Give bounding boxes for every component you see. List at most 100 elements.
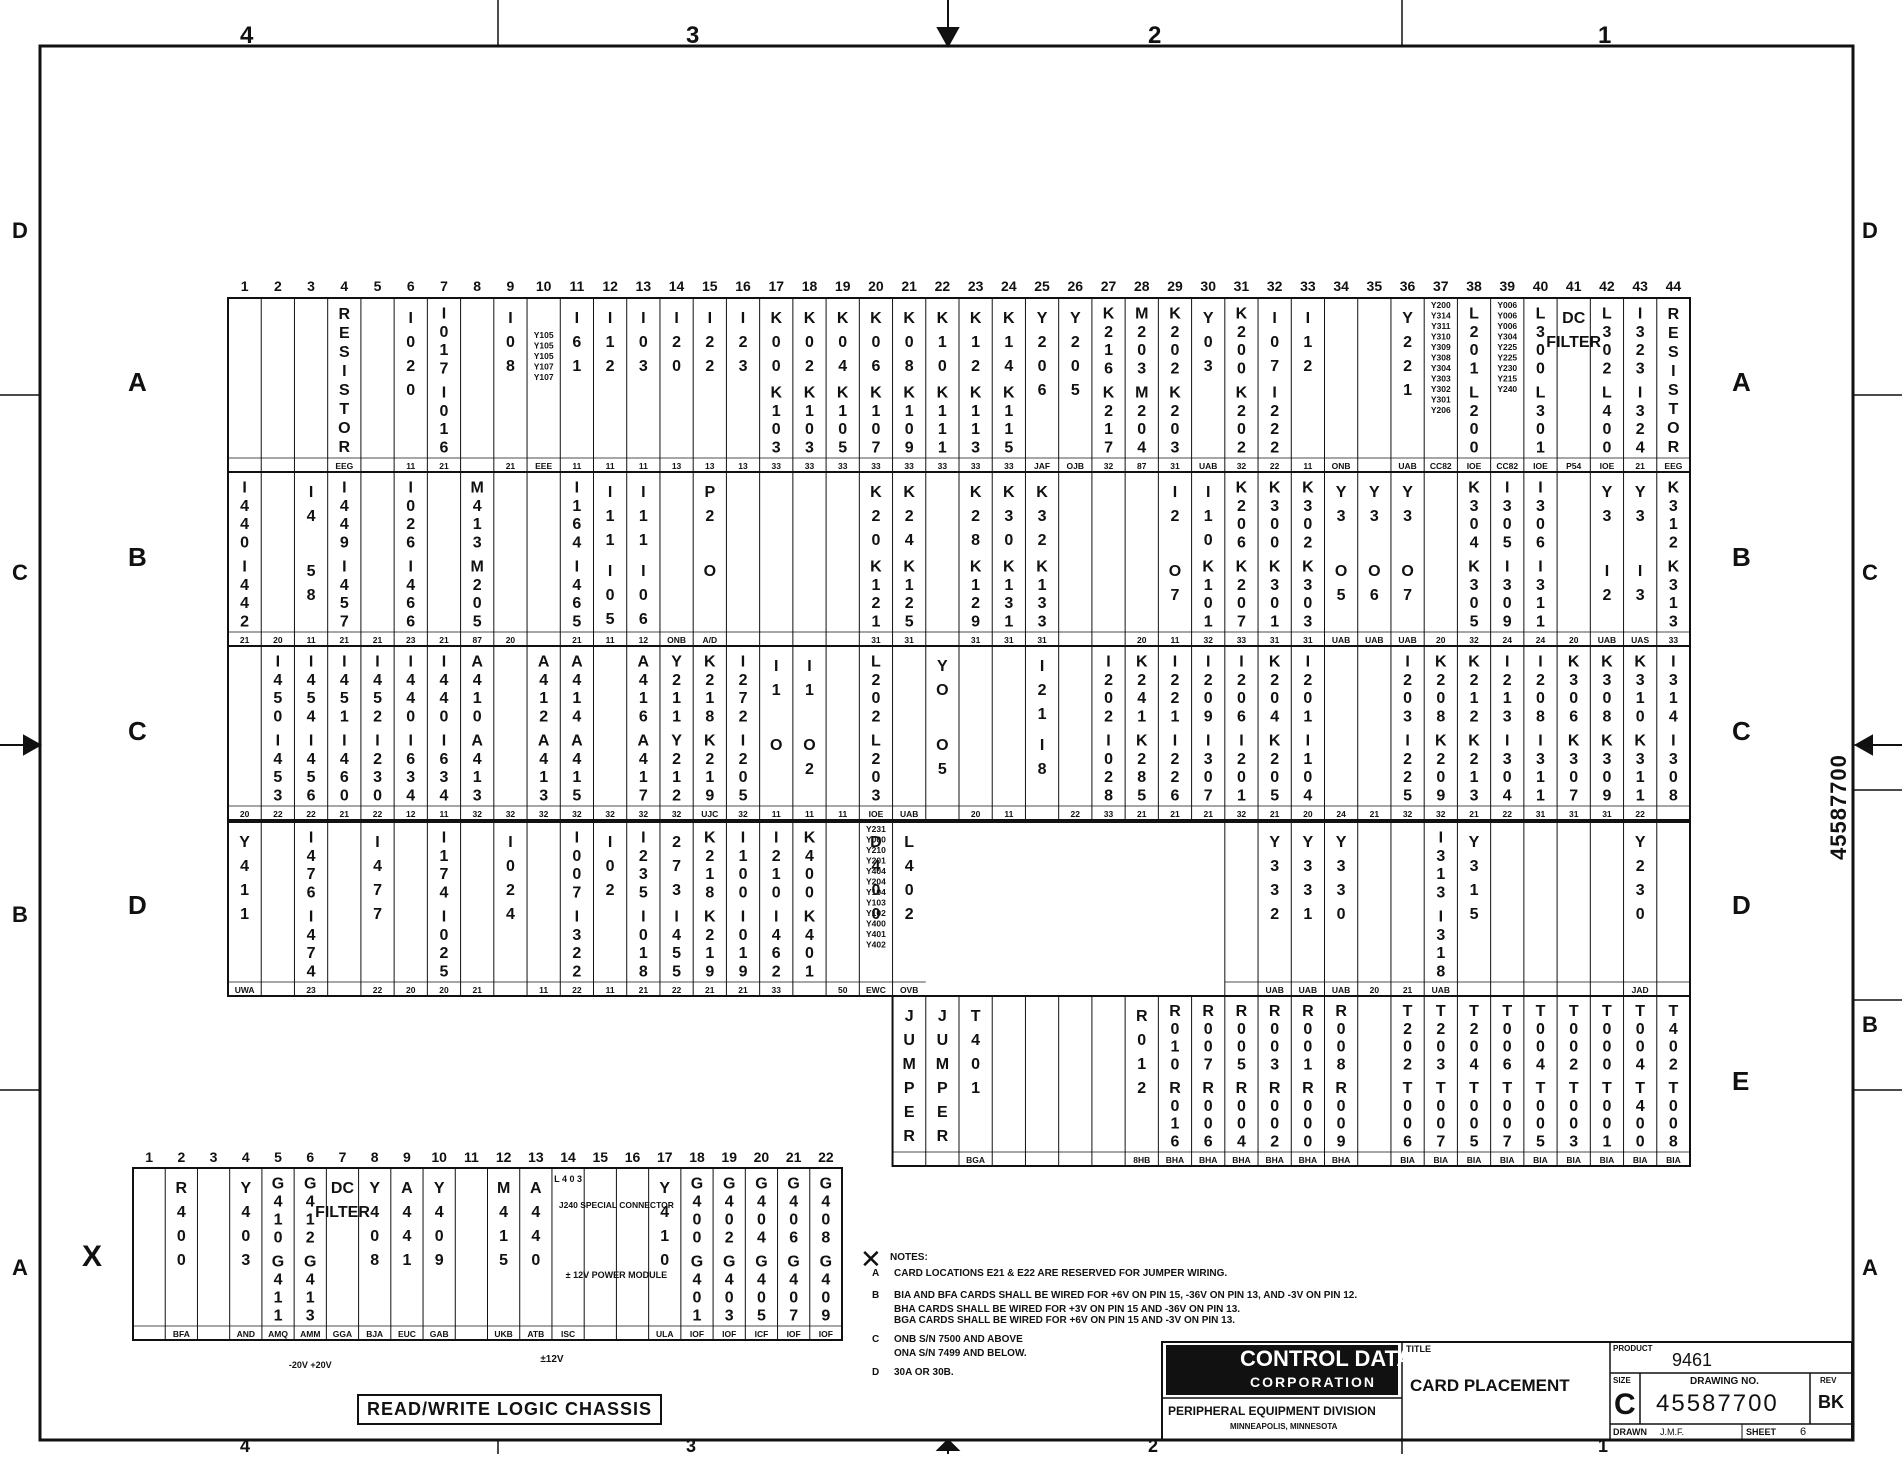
- main-card-label-char: I: [1671, 363, 1675, 380]
- main-card-label-char: 1: [938, 334, 947, 351]
- x-card-label-char: 4: [306, 1193, 315, 1210]
- main-card-label-char: I: [276, 654, 280, 671]
- main-card-label-char: K: [903, 484, 915, 501]
- main-card-type: 33: [772, 461, 782, 471]
- main-card-label-char: 4: [373, 672, 382, 689]
- main-card-label-char: 4: [639, 751, 648, 768]
- main-card-label-char: 1: [1270, 613, 1279, 630]
- drawing-number: 45587700: [1656, 1390, 1779, 1417]
- main-column-number: 17: [768, 278, 784, 294]
- main-row-e-label-char: 0: [1270, 1116, 1279, 1133]
- main-card-type: 33: [1237, 635, 1247, 645]
- main-row-e-label-char: R: [1169, 1080, 1181, 1097]
- main-card-label-char: 5: [1270, 787, 1279, 804]
- main-card-label-char: 1: [1669, 516, 1678, 533]
- x-card-label-char: 0: [821, 1211, 830, 1228]
- main-card-label-char: 0: [506, 858, 515, 875]
- main-card-type: 20: [1370, 985, 1380, 995]
- main-row-e-label-char: T: [1403, 1003, 1413, 1020]
- main-card-type: 20: [439, 985, 449, 995]
- main-card-label-char: 0: [1038, 358, 1047, 375]
- main-card-label-char: K: [804, 909, 816, 926]
- main-card-label-char: 1: [639, 690, 648, 707]
- main-card-label-char: 4: [838, 358, 847, 375]
- main-card-type: 32: [1237, 461, 1247, 471]
- x-l403: L 4 0 3: [554, 1174, 582, 1184]
- main-column-number: 11: [569, 278, 584, 294]
- main-card-label-char: 0: [406, 498, 415, 515]
- main-card-label-char: 1: [1004, 334, 1013, 351]
- main-card-type: 13: [672, 461, 682, 471]
- main-row-e-label-char: 0: [1436, 1098, 1445, 1115]
- main-card-label-char: I: [1272, 385, 1276, 402]
- zone-letter-left-d: D: [12, 218, 28, 243]
- main-card-label-char: K: [704, 830, 716, 847]
- main-card-label-char: K: [1169, 385, 1181, 402]
- main-row-e-label-char: 1: [1137, 1056, 1146, 1073]
- title-block: [1161, 1341, 1853, 1441]
- main-card-label-char: I: [1040, 658, 1044, 675]
- main-row-e-label-char: 0: [971, 1056, 980, 1073]
- main-card-label-char: 7: [440, 360, 449, 377]
- main-card-label-char: K: [1468, 480, 1480, 497]
- row-a-block-label: Y105: [534, 351, 554, 361]
- main-column-number: 23: [968, 278, 984, 294]
- main-card-label-char: 0: [905, 421, 914, 438]
- x-column-number: 14: [560, 1149, 576, 1165]
- main-card-label-char: 2: [373, 708, 382, 725]
- main-card-type: 87: [1137, 461, 1147, 471]
- main-row-e-label-char: 0: [1171, 1098, 1180, 1115]
- main-card-label-char: I: [774, 909, 778, 926]
- main-card-label-char: K: [1668, 480, 1680, 497]
- x-card-label-char: 0: [789, 1211, 798, 1228]
- main-card-label-char: L: [1469, 306, 1479, 323]
- main-row-e-label-char: E: [937, 1104, 948, 1121]
- main-card-label-char: O: [338, 420, 350, 437]
- main-card-label-char: 3: [1303, 613, 1312, 630]
- main-card-label-char: O: [1401, 563, 1413, 580]
- main-card-label-char: A: [571, 654, 583, 671]
- main-row-e-label-char: U: [937, 1032, 949, 1049]
- main-card-label-char: 4: [572, 708, 581, 725]
- row-a-block-label: Y225: [1497, 353, 1517, 363]
- main-row-e-label-char: 0: [1669, 1098, 1678, 1115]
- main-card-label-char: 3: [1204, 751, 1213, 768]
- x-card-label-char: G: [691, 1175, 703, 1192]
- x-card-label-char: FILTER: [315, 1204, 370, 1221]
- main-card-type: 11: [606, 985, 615, 995]
- main-card-label-char: K: [1103, 385, 1115, 402]
- main-card-type: 87: [472, 635, 482, 645]
- x-card-type: GAB: [430, 1329, 449, 1339]
- main-card-label-char: 7: [1237, 613, 1246, 630]
- main-column-number: 36: [1400, 278, 1416, 294]
- main-card-label-char: 3: [1038, 613, 1047, 630]
- main-card-label-char: 0: [340, 787, 349, 804]
- main-card-label-char: 2: [1071, 334, 1080, 351]
- row-a-block-label: Y206: [1431, 405, 1451, 415]
- division-text: PERIPHERAL EQUIPMENT DIVISION: [1168, 1404, 1376, 1418]
- row-letter-a-right: A: [1732, 367, 1751, 397]
- main-card-label-char: L: [1602, 306, 1612, 323]
- main-card-label-char: 0: [1503, 595, 1512, 612]
- product-label: PRODUCT: [1613, 1344, 1653, 1353]
- main-card-label-char: 0: [1237, 595, 1246, 612]
- row-d-block-label: Y102: [866, 908, 886, 918]
- main-card-label-char: A: [471, 654, 483, 671]
- main-card-label-char: 3: [1669, 613, 1678, 630]
- main-card-type: 21: [738, 985, 748, 995]
- main-row-e-type: BHA: [1232, 1155, 1250, 1165]
- x-column-number: 4: [242, 1149, 250, 1165]
- main-row-e-label-char: 9: [1337, 1133, 1346, 1150]
- x-card-label-char: 0: [693, 1229, 702, 1246]
- main-card-label-char: I: [1173, 654, 1177, 671]
